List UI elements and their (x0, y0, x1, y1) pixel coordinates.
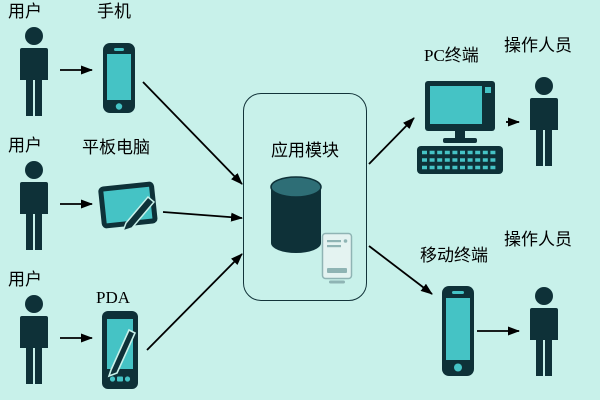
person-icon (20, 27, 48, 116)
operator-1 (522, 76, 566, 168)
operator-2 (522, 286, 566, 378)
pc-terminal-label: PC终端 (424, 46, 479, 65)
stylus-pen-icon (107, 328, 137, 378)
tablet-label: 平板电脑 (82, 138, 150, 157)
phone-label: 手机 (97, 2, 131, 21)
user-1-label: 用户 (8, 2, 42, 21)
keyboard-keys (422, 150, 498, 170)
pda-label: PDA (96, 288, 131, 307)
tablet-icon (98, 181, 158, 233)
pda-icon (102, 311, 138, 389)
arrow-phone-module (142, 81, 243, 185)
operator-1-label: 操作人员 (504, 36, 572, 55)
smartphone-icon (442, 286, 474, 376)
smartphone-icon (103, 43, 135, 113)
stylus-pen-icon (121, 195, 156, 233)
pda (98, 310, 142, 390)
pc-terminal (416, 80, 504, 176)
mobile-terminal-label: 移动终端 (420, 246, 488, 265)
person-icon (20, 161, 48, 250)
arrow-module-mobile (368, 245, 433, 295)
app-module-label: 应用模块 (271, 141, 339, 160)
database-cylinder-icon (270, 176, 322, 253)
user-3 (12, 294, 56, 386)
desktop-computer-icon (417, 81, 503, 174)
arrow-tablet-module (162, 211, 243, 222)
person-icon (530, 77, 558, 166)
server-tower-icon (321, 232, 353, 284)
app-module-database (270, 176, 322, 254)
user-1 (12, 26, 56, 118)
app-module-server (321, 232, 353, 284)
user-2 (12, 160, 56, 252)
mobile-terminal (440, 284, 476, 378)
tablet (96, 172, 160, 236)
user-3-label: 用户 (8, 270, 42, 289)
phone (100, 42, 138, 114)
arrow-pda-module (146, 253, 243, 351)
user-2-label: 用户 (8, 136, 42, 155)
operator-2-label: 操作人员 (504, 230, 572, 249)
person-icon (530, 287, 558, 376)
person-icon (20, 295, 48, 384)
arrow-module-pc (368, 117, 415, 165)
app-module-box: 应用模块 (243, 93, 367, 301)
